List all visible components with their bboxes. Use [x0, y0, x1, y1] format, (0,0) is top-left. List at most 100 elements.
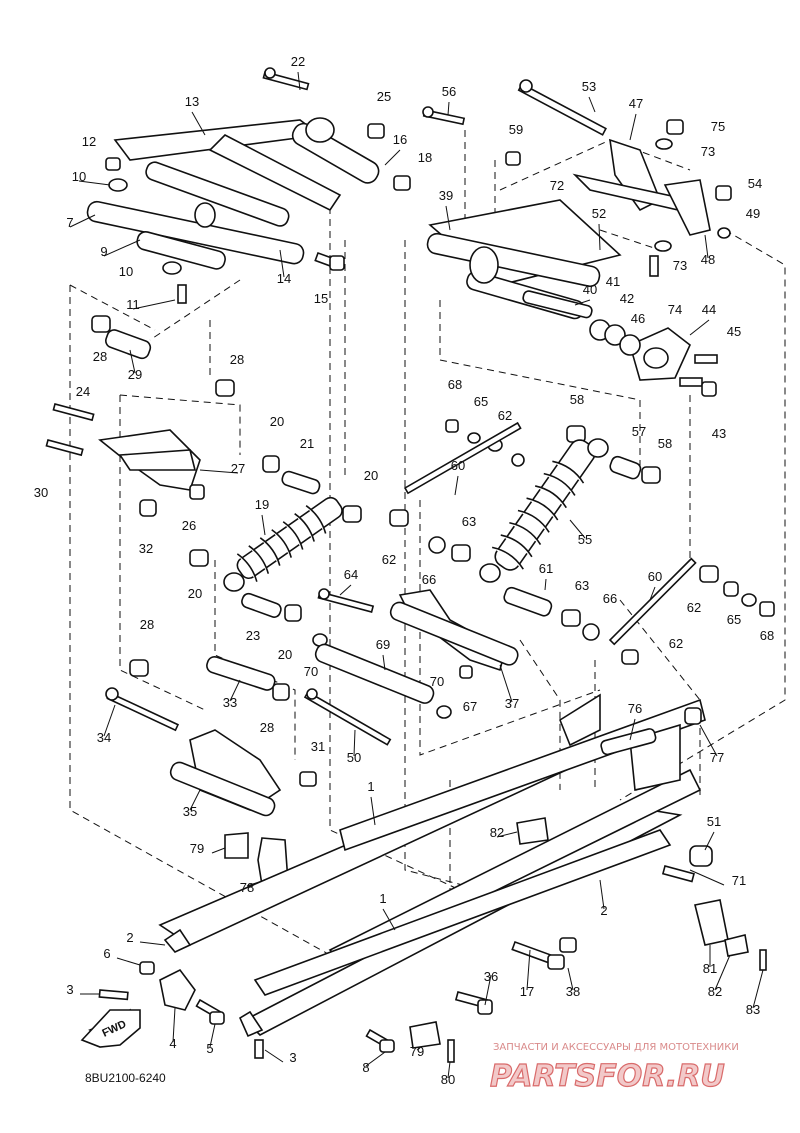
rear-arm-hardware	[422, 79, 732, 397]
callout-20: 20	[364, 468, 378, 483]
callout-51: 51	[707, 814, 721, 829]
callout-18: 18	[418, 150, 432, 165]
callout-28: 28	[260, 720, 274, 735]
callout-34: 34	[97, 730, 111, 745]
callout-58: 58	[570, 392, 584, 407]
callout-53: 53	[582, 79, 596, 94]
callout-74: 74	[668, 302, 682, 317]
callout-28: 28	[140, 617, 154, 632]
callout-82: 82	[708, 984, 722, 999]
watermark-tagline: ЗАПЧАСТИ И АКСЕССУАРЫ ДЛЯ МОТОТЕХНИКИ	[493, 1042, 739, 1053]
callout-70: 70	[430, 674, 444, 689]
callout-35: 35	[183, 804, 197, 819]
callout-21: 21	[300, 436, 314, 451]
callout-62: 62	[687, 600, 701, 615]
callout-65: 65	[727, 612, 741, 627]
callout-67: 67	[463, 699, 477, 714]
left-linkage	[45, 315, 235, 567]
callout-7: 7	[66, 215, 73, 230]
callout-64: 64	[344, 567, 358, 582]
callout-68: 68	[448, 377, 462, 392]
callout-38: 38	[566, 984, 580, 999]
front-suspension-arm	[86, 117, 380, 270]
callout-42: 42	[620, 291, 634, 306]
callout-30: 30	[34, 485, 48, 500]
callout-43: 43	[712, 426, 726, 441]
callout-12: 12	[82, 134, 96, 149]
watermark-brand: PARTSFOR.RU	[490, 1059, 725, 1094]
callout-47: 47	[629, 96, 643, 111]
callout-55: 55	[578, 532, 592, 547]
callout-40: 40	[583, 282, 597, 297]
callout-20: 20	[270, 414, 284, 429]
callout-66: 66	[603, 591, 617, 606]
callout-15: 15	[314, 291, 328, 306]
callout-3: 3	[289, 1050, 296, 1065]
callout-83: 83	[746, 1002, 760, 1017]
callout-22: 22	[291, 54, 305, 69]
callout-75: 75	[711, 119, 725, 134]
front-shock-absorber	[129, 455, 362, 701]
callout-16: 16	[393, 132, 407, 147]
callout-39: 39	[439, 188, 453, 203]
callout-57: 57	[632, 424, 646, 439]
callout-31: 31	[311, 739, 325, 754]
callout-20: 20	[188, 586, 202, 601]
callout-45: 45	[727, 324, 741, 339]
watermark-logo: ЗАПЧАСТИ И АКСЕССУАРЫ ДЛЯ МОТОТЕХНИКИ PA…	[489, 1042, 739, 1095]
callout-41: 41	[606, 274, 620, 289]
callout-66: 66	[422, 572, 436, 587]
callout-82: 82	[490, 825, 504, 840]
callout-28: 28	[93, 349, 107, 364]
callout-32: 32	[139, 541, 153, 556]
callout-72: 72	[550, 178, 564, 193]
callout-20: 20	[278, 647, 292, 662]
lower-bracket	[105, 687, 317, 886]
callout-62: 62	[498, 408, 512, 423]
callout-79: 79	[410, 1044, 424, 1059]
callout-23: 23	[246, 628, 260, 643]
callout-52: 52	[592, 206, 606, 221]
callout-73: 73	[673, 258, 687, 273]
slide-rails	[158, 693, 767, 1038]
callout-29: 29	[128, 367, 142, 382]
center-shafts	[303, 588, 519, 746]
callout-10: 10	[72, 169, 86, 184]
callout-27: 27	[231, 461, 245, 476]
callout-69: 69	[376, 637, 390, 652]
callout-10: 10	[119, 264, 133, 279]
callout-78: 78	[240, 880, 254, 895]
callout-46: 46	[631, 311, 645, 326]
fwd-arrow-icon: FWD	[80, 1009, 141, 1048]
callout-70: 70	[304, 664, 318, 679]
diagram-code: 8BU2100-6240	[85, 1071, 166, 1085]
callout-24: 24	[76, 384, 90, 399]
callout-65: 65	[474, 394, 488, 409]
callout-44: 44	[702, 302, 716, 317]
callout-80: 80	[441, 1072, 455, 1087]
callout-28: 28	[230, 352, 244, 367]
arm-hardware	[105, 67, 411, 304]
callout-5: 5	[206, 1041, 213, 1056]
callout-13: 13	[185, 94, 199, 109]
callout-73: 73	[701, 144, 715, 159]
callout-61: 61	[539, 561, 553, 576]
callout-59: 59	[509, 122, 523, 137]
callout-63: 63	[575, 578, 589, 593]
callout-1: 1	[367, 779, 374, 794]
leader-lines	[69, 71, 764, 1079]
callout-77: 77	[710, 750, 724, 765]
callout-8: 8	[362, 1060, 369, 1075]
callout-56: 56	[442, 84, 456, 99]
callout-62: 62	[382, 552, 396, 567]
callout-68: 68	[760, 628, 774, 643]
callout-3: 3	[66, 982, 73, 997]
callout-26: 26	[182, 518, 196, 533]
callout-1: 1	[379, 891, 386, 906]
callout-79: 79	[190, 841, 204, 856]
callout-6: 6	[103, 946, 110, 961]
callout-50: 50	[347, 750, 361, 765]
callout-4: 4	[169, 1036, 176, 1051]
callout-11: 11	[126, 297, 140, 312]
